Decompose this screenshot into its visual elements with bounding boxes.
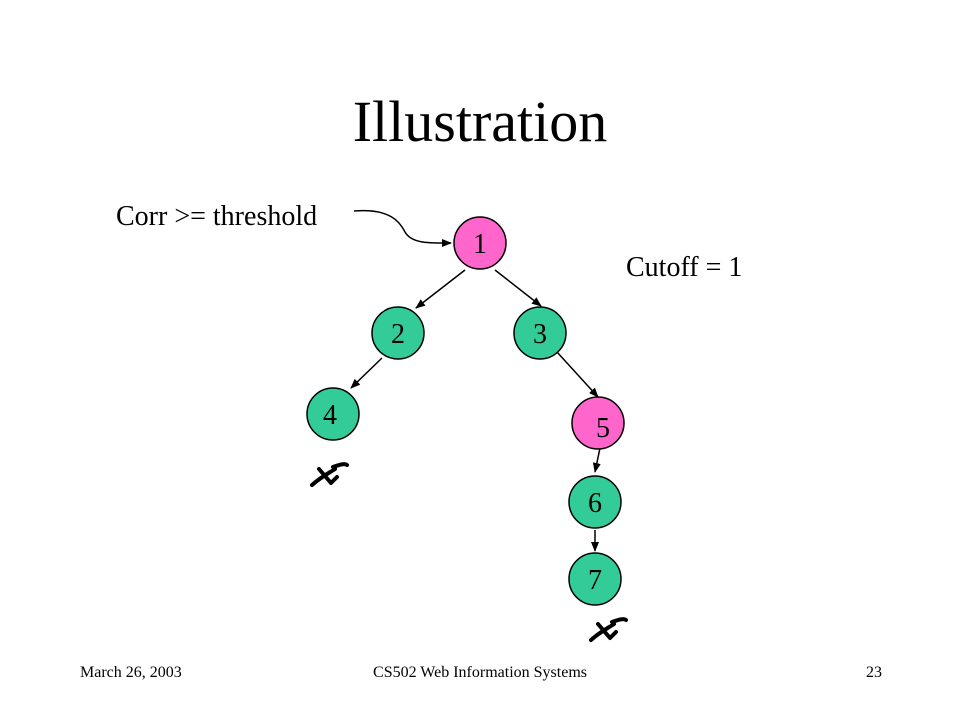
edge-1-3 [494, 269, 542, 307]
node-4-label: 4 [323, 400, 337, 431]
node-5-circle [571, 396, 625, 450]
tree-node: 6 [568, 475, 622, 529]
annotation-pointer-arrow [353, 209, 452, 248]
cutoff-label: Cutoff = 1 [626, 252, 743, 283]
footer-page-number: 23 [866, 664, 882, 681]
tree-node: 1 [453, 216, 507, 270]
tree-edges [350, 269, 601, 552]
tree-node: 3 [513, 306, 567, 360]
tree-node: 2 [371, 306, 425, 360]
node-7-circle [568, 552, 622, 606]
corr-threshold-label: Corr >= threshold [116, 201, 318, 232]
cut-mark-icon [589, 617, 628, 642]
footer-date: March 26, 2003 [80, 664, 182, 681]
node-2-circle [371, 306, 425, 360]
cut-mark-icon [310, 462, 349, 487]
node-2-label: 2 [391, 319, 405, 350]
node-1-label: 1 [473, 229, 487, 260]
node-3-label: 3 [533, 319, 547, 350]
node-6-label: 6 [588, 488, 602, 519]
edge-1-2 [415, 269, 466, 309]
footer-course: CS502 Web Information Systems [373, 664, 587, 681]
edge-3-5 [556, 351, 599, 398]
tree-node: 4 [306, 387, 360, 441]
node-1-circle [453, 216, 507, 270]
node-6-circle [568, 475, 622, 529]
tree-node: 7 [568, 552, 622, 606]
edge-2-4 [350, 357, 383, 389]
tree-node: 5 [571, 396, 625, 450]
node-5-label: 5 [596, 413, 610, 444]
node-3-circle [513, 306, 567, 360]
node-7-label: 7 [588, 565, 602, 596]
node-4-circle [306, 387, 360, 441]
edge-5-6 [592, 447, 601, 473]
slide-title: Illustration [352, 89, 608, 154]
